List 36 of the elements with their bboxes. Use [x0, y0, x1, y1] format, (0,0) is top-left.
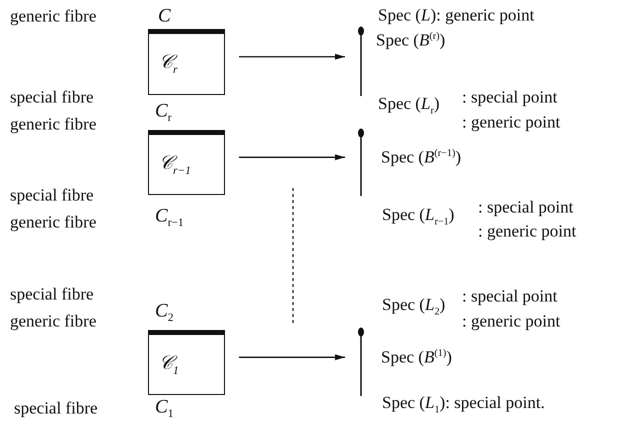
text-label: special fibre — [10, 186, 94, 204]
curve-label: C — [158, 6, 171, 26]
text-label: Spec (L$_{1}$): special point. — [382, 394, 545, 416]
text-label: : special point — [462, 288, 558, 304]
text-label: : generic point — [478, 222, 576, 240]
text-label: : generic point — [462, 114, 560, 130]
scheme-box: 𝒞$_{r}$ — [148, 29, 225, 95]
text-label: Spec (L): generic point — [378, 6, 534, 24]
text-label: : special point — [478, 198, 574, 216]
spectrum-bar — [355, 327, 367, 396]
text-label: : special point — [462, 88, 558, 106]
text-label: special fibre — [10, 88, 94, 106]
curve-label: C$_{2}$ — [155, 301, 174, 325]
spec-label: Spec (B$^{(r−1)}$) — [381, 148, 462, 166]
spec-label: Spec (B$^{(r)}$) — [376, 32, 446, 48]
curve-label: C$_{1}$ — [155, 397, 174, 421]
arrow — [239, 354, 345, 360]
text-label: special fibre — [14, 400, 98, 416]
text-label: Spec (L$_{r−1}$) — [382, 206, 454, 228]
text-label: generic fibre — [10, 116, 96, 132]
arrow — [239, 154, 345, 160]
spec-label: Spec (B$^{(1)}$) — [381, 348, 452, 366]
text-label: Spec (L$_{2}$) — [382, 296, 446, 318]
text-label: Spec (L$_{r}$) — [378, 95, 440, 117]
text-label: special fibre — [10, 286, 94, 302]
text-label: generic fibre — [10, 8, 96, 24]
scheme-box: 𝒞$_{r−1}$ — [148, 130, 225, 195]
text-label: generic fibre — [10, 214, 96, 230]
spectrum-bar — [355, 26, 367, 96]
curve-label: C$_{r−1}$ — [155, 206, 184, 230]
spectrum-bar — [355, 128, 367, 196]
text-label: generic fibre — [10, 312, 96, 330]
scheme-box: 𝒞$_{1}$ — [148, 330, 225, 395]
arrow — [239, 54, 345, 60]
curve-label: C$_{r}$ — [155, 101, 172, 125]
text-label: : generic point — [462, 312, 560, 330]
